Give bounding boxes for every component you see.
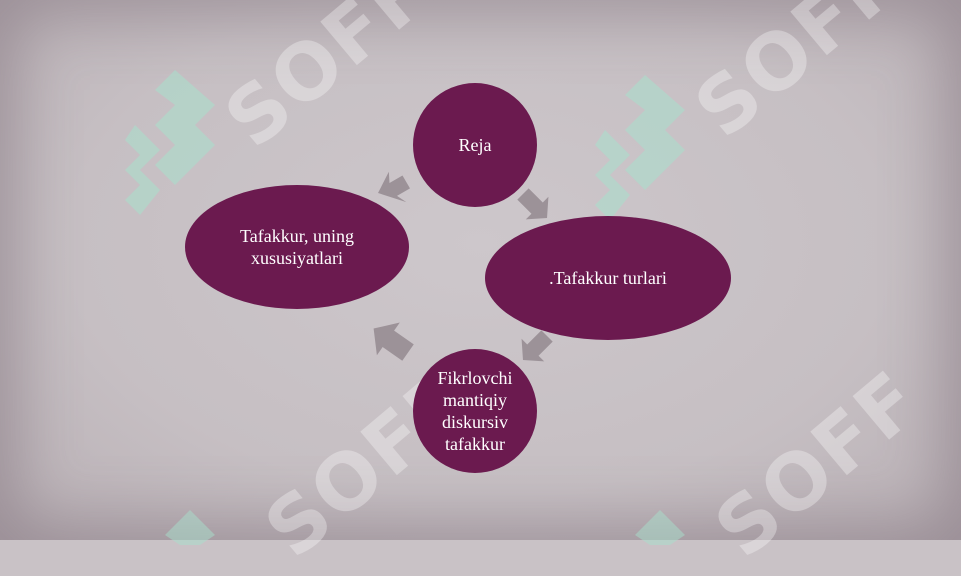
arrow-icon [373, 322, 414, 361]
arrow-icon [521, 330, 553, 362]
node-label: .Tafakkur turlari [549, 268, 667, 288]
arrow-icon [517, 188, 549, 220]
arrow-icon [378, 171, 410, 203]
node-reja: Reja [413, 83, 537, 207]
node-label: Reja [458, 135, 492, 155]
node-tafakkur-xususiyatlari: Tafakkur, uning xususiyatlari [185, 185, 409, 309]
cycle-arrows [373, 171, 553, 362]
node-tafakkur-turlari: .Tafakkur turlari [485, 216, 731, 340]
node-label: Fikrlovchi mantiqiy diskursiv tafakkur [437, 368, 513, 454]
node-fikrlovchi: Fikrlovchi mantiqiy diskursiv tafakkur [413, 349, 537, 473]
node-label: Tafakkur, uning xususiyatlari [240, 226, 354, 268]
